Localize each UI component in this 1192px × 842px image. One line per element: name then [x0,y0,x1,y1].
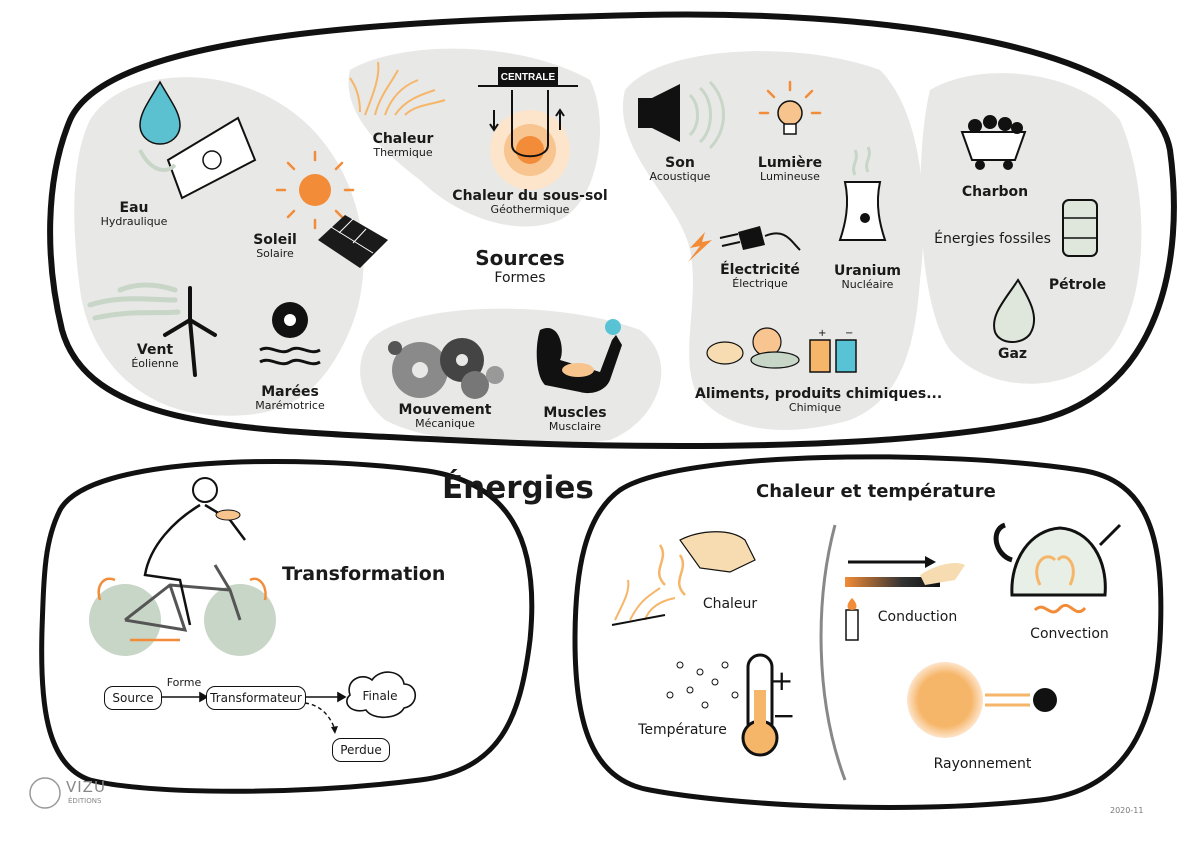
conduction-icon [845,556,965,641]
label-soleil: Soleil Solaire [253,232,297,261]
flow-source-box: Source [104,686,162,710]
flow-finale-label: Finale [362,689,398,703]
label-rayonnement: Rayonnement [933,756,1032,772]
label-electricite: Électricité Électrique [720,262,800,291]
finale-cloud [346,671,417,719]
label-geothermique: Chaleur du sous-sol Géothermique [452,188,608,217]
speaker-icon [638,80,725,150]
label-uranium: Uranium Nucléaire [833,263,902,292]
blob-mechanical [360,308,662,445]
plug-icon [719,226,801,251]
svg-text:−: − [845,328,853,339]
cyclist-icon [89,477,276,656]
label-mouvement: Mouvement Mécanique [398,402,492,431]
flow-forme-label: Forme [166,676,202,689]
label-lumiere: Lumière Lumineuse [757,155,823,184]
label-petrole: Pétrole [1048,277,1107,293]
wind-turbine-icon [163,286,217,377]
vizu-logo-icon [29,777,61,809]
heat-grass-icon [349,61,446,116]
main-title: Énergies [442,470,594,506]
sun-icon [299,174,331,206]
label-chaleur-thermique: Chaleur Thermique [372,131,434,160]
label-son: Son Acoustique [649,155,711,184]
sources-outline [47,11,1177,449]
food-icon [706,327,800,369]
label-chaleur: Chaleur [702,596,758,612]
transformation-outline [39,458,535,794]
label-vent: Vent Éolienne [131,342,179,371]
label-marees: Marées Marémotrice [255,384,325,413]
brand-sub: ÉDITIONS [68,797,102,805]
label-muscles: Muscles Musclaire [543,405,607,434]
label-fossiles: Énergies fossiles [934,231,1051,247]
thermometer-icon: + − [741,653,795,757]
centrale-sign [498,67,558,85]
radiating-sun-icon [907,662,983,738]
transformation-title: Transformation [282,563,446,585]
heat-title: Chaleur et température [756,481,996,502]
lightning-icon [688,232,712,262]
sources-title: Sources Formes [475,246,565,287]
svg-text:+: + [770,664,793,697]
gears-icon [388,338,504,399]
coal-cart-icon [960,115,1027,170]
label-temperature: Température [638,722,727,738]
label-convection: Convection [1030,626,1109,642]
footer-date: 2020-11 [1110,806,1144,815]
muscle-arm-icon [536,327,622,394]
heat-outline [572,454,1164,810]
blob-energy-forms [622,51,924,431]
bulb-icon [758,80,822,135]
oil-barrel-icon [1062,199,1098,257]
kettle-icon [993,522,1122,614]
tide-wheel-icon [259,302,321,366]
gas-flame-icon [993,278,1036,343]
blob-fossils [920,73,1142,384]
svg-text:−: − [772,699,795,732]
centrale-label: CENTRALE [501,72,556,83]
label-charbon: Charbon [961,184,1029,200]
label-conduction: Conduction [877,609,958,625]
flow-transformateur-box: Transformateur [206,686,306,710]
solar-panel-icon [318,215,388,268]
label-chimique: Aliments, produits chimiques... Chimique [695,386,943,415]
brand-name: VIZU [66,778,106,796]
battery-icon: + − [809,328,857,373]
nuclear-tower-icon [838,146,887,241]
water-drop-icon [139,80,181,145]
svg-text:+: + [818,328,826,339]
molecules-icon [666,661,739,709]
hand-heat-icon [611,531,756,626]
flow-perdue-box: Perdue [332,738,390,762]
label-eau: Eau Hydraulique [100,200,168,229]
label-gaz: Gaz [997,346,1028,362]
heat-divider [819,524,847,781]
receiver-ball-icon [1033,688,1057,712]
